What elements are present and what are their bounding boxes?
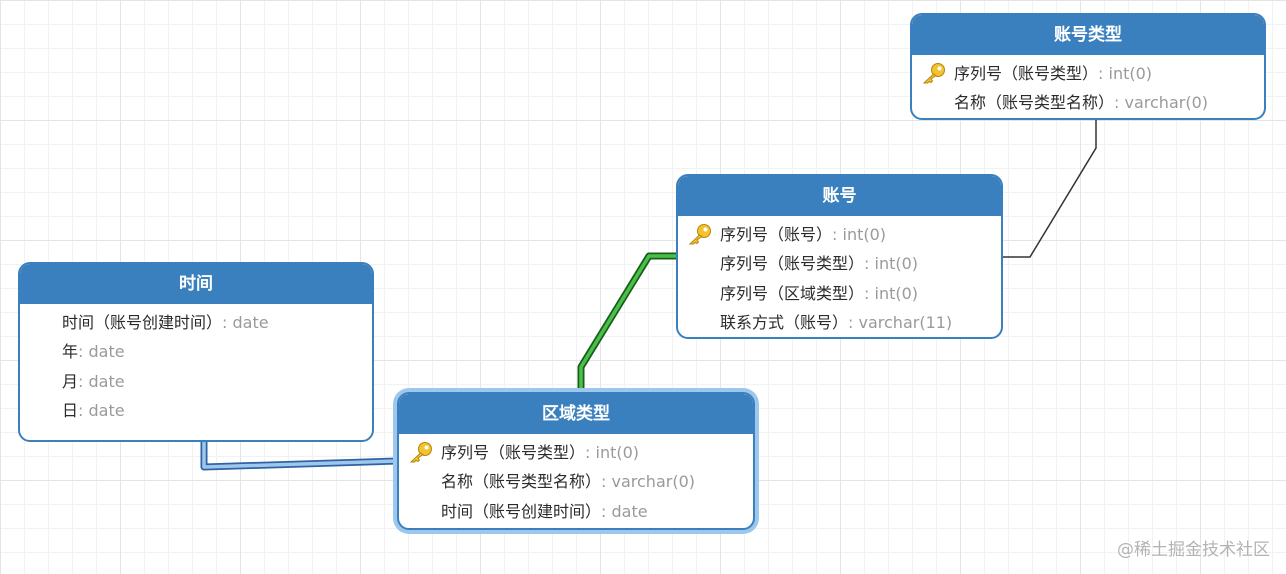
entity-title[interactable]: 区域类型	[399, 394, 753, 434]
primary-key-icon	[686, 223, 712, 245]
field-name: 日	[62, 401, 79, 421]
field-type-value: varchar(11)	[858, 313, 953, 333]
field-row[interactable]: 时间（账号创建时间）: date	[399, 497, 753, 526]
field-type-separator: :	[78, 371, 89, 391]
field-type: : varchar(0)	[601, 472, 695, 491]
field-row[interactable]: 序列号（账号类型）: int(0)	[678, 249, 1001, 278]
field-type-separator: :	[1114, 93, 1125, 113]
field-row[interactable]: 月: date	[20, 367, 372, 396]
field-name: 联系方式（账号）	[720, 313, 849, 333]
field-name: 序列号（账号类型）	[441, 443, 586, 462]
field-name: 序列号（账号）	[720, 225, 833, 244]
field-row[interactable]: 名称（账号类型名称）: varchar(0)	[912, 88, 1264, 117]
field-type: : int(0)	[864, 284, 918, 303]
entity-region-type[interactable]: 区域类型 序列号（账号类型）: int(0)名称（账号类型名称）: varcha…	[397, 392, 755, 530]
field-name: 年	[62, 342, 79, 362]
field-type-value: int(0)	[842, 225, 887, 244]
field-row[interactable]: 联系方式（账号）: varchar(11)	[678, 308, 1001, 337]
field-type-value: varchar(0)	[611, 472, 695, 492]
primary-key-icon	[407, 441, 433, 463]
field-type-separator: :	[1098, 64, 1109, 83]
entity-title[interactable]: 账号类型	[912, 15, 1264, 55]
field-type-value: date	[88, 401, 125, 421]
field-type: : varchar(11)	[848, 313, 952, 332]
relation-region-type-to-time[interactable]	[202, 440, 398, 469]
watermark: @稀土掘金技术社区	[1117, 540, 1270, 560]
field-row[interactable]: 序列号（区域类型）: int(0)	[678, 279, 1001, 308]
field-list: 序列号（账号类型）: int(0)名称（账号类型名称）: varchar(0)时…	[399, 434, 753, 528]
field-type-separator: :	[848, 313, 859, 333]
field-name: 月	[62, 371, 79, 391]
field-type: : date	[78, 401, 125, 420]
field-type-value: varchar(0)	[1124, 93, 1208, 113]
field-row[interactable]: 序列号（账号类型）: int(0)	[912, 59, 1264, 88]
field-type-separator: :	[601, 501, 612, 521]
field-list: 序列号（账号类型）: int(0)名称（账号类型名称）: varchar(0)	[912, 55, 1264, 118]
field-type-value: date	[88, 371, 125, 391]
field-type-value: date	[611, 501, 648, 521]
field-type: : date	[78, 342, 125, 361]
field-type-value: int(0)	[874, 254, 919, 274]
field-type: : varchar(0)	[1114, 93, 1208, 112]
field-row[interactable]: 时间（账号创建时间）: date	[20, 308, 372, 337]
field-type: : int(0)	[585, 443, 639, 462]
relation-region-type-to-account[interactable]	[579, 254, 678, 390]
field-type-value: int(0)	[1108, 64, 1153, 83]
entity-account[interactable]: 账号 序列号（账号）: int(0)序列号（账号类型）: int(0)序列号（区…	[676, 174, 1003, 339]
entity-account-type[interactable]: 账号类型 序列号（账号类型）: int(0)名称（账号类型名称）: varcha…	[910, 13, 1266, 120]
field-name: 时间（账号创建时间）	[62, 313, 223, 332]
field-type: : int(0)	[1098, 64, 1152, 83]
field-row[interactable]: 序列号（账号）: int(0)	[678, 220, 1001, 249]
field-type-separator: :	[601, 472, 612, 492]
primary-key-icon	[920, 62, 946, 84]
field-type-value: int(0)	[874, 283, 919, 303]
entity-title[interactable]: 时间	[20, 264, 372, 304]
field-name: 名称（账号类型名称）	[441, 472, 602, 492]
field-type-value: date	[88, 342, 125, 362]
field-row[interactable]: 日: date	[20, 396, 372, 425]
field-type: : int(0)	[864, 254, 918, 273]
field-name: 序列号（账号类型）	[720, 254, 865, 274]
field-type-value: int(0)	[595, 443, 640, 462]
field-type-value: date	[232, 313, 269, 332]
field-type-separator: :	[585, 443, 596, 462]
field-type: : int(0)	[832, 225, 886, 244]
field-row[interactable]: 名称（账号类型名称）: varchar(0)	[399, 467, 753, 496]
field-type-separator: :	[864, 283, 875, 303]
field-row[interactable]: 序列号（账号类型）: int(0)	[399, 438, 753, 467]
field-list: 序列号（账号）: int(0)序列号（账号类型）: int(0)序列号（区域类型…	[678, 216, 1001, 337]
relation-region-type-to-account-outline	[577, 252, 678, 390]
relation-account-to-account-type[interactable]	[1002, 118, 1097, 258]
field-type: : date	[78, 372, 125, 391]
field-type-separator: :	[78, 401, 89, 421]
field-type-separator: :	[222, 313, 233, 332]
field-name: 名称（账号类型名称）	[954, 93, 1115, 113]
field-type: : date	[601, 502, 648, 521]
field-type: : date	[222, 313, 269, 332]
field-type-separator: :	[864, 254, 875, 274]
field-type-separator: :	[832, 225, 843, 244]
field-name: 序列号（账号类型）	[954, 64, 1099, 83]
field-name: 序列号（区域类型）	[720, 283, 865, 303]
entity-title[interactable]: 账号	[678, 176, 1001, 216]
field-row[interactable]: 年: date	[20, 337, 372, 366]
field-type-separator: :	[78, 342, 89, 362]
field-name: 时间（账号创建时间）	[441, 501, 602, 521]
